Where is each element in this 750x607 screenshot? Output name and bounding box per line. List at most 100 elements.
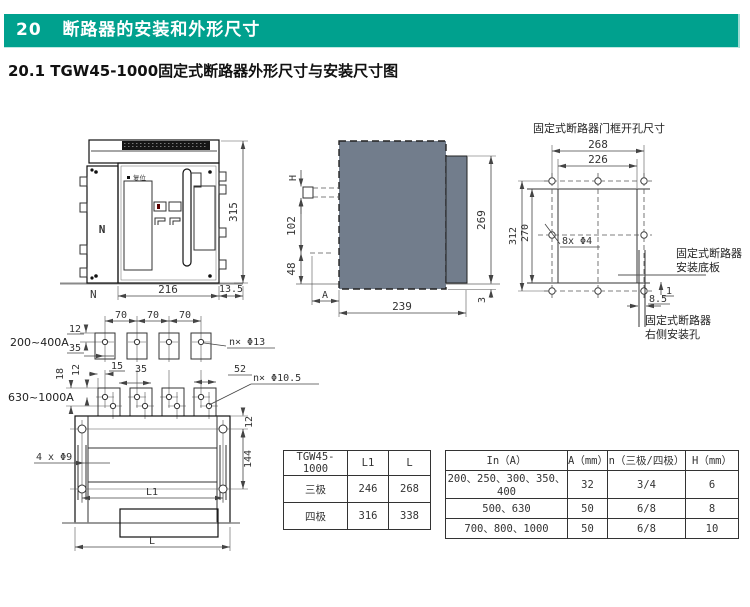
charging-handle bbox=[182, 168, 192, 267]
dim-label-l1: L1 bbox=[146, 487, 158, 498]
terminal-tab bbox=[302, 186, 314, 199]
dim-label-a: A bbox=[322, 290, 328, 301]
terminal-holes bbox=[101, 338, 205, 346]
current-rating-table: In（A） A（mm） n（三极/四极） H（mm） 200、250、300、3… bbox=[445, 450, 739, 539]
dim-label-3: 3 bbox=[477, 297, 488, 303]
table-cell: 8 bbox=[685, 498, 739, 519]
dim-label-18: 18 bbox=[55, 368, 66, 380]
dim-label-8-5: 8.5 bbox=[649, 294, 667, 305]
table-row: 200、250、300、350、400 32 3/4 6 bbox=[445, 470, 739, 499]
dim-label-35: 35 bbox=[135, 364, 147, 375]
table-cell: 200、250、300、350、400 bbox=[445, 470, 568, 499]
open-indicator bbox=[153, 201, 167, 212]
hole-center-lines bbox=[538, 173, 652, 299]
table-cell: 6/8 bbox=[607, 498, 686, 519]
dim-label-15: 15 bbox=[111, 361, 123, 372]
table-cell: 316 bbox=[347, 502, 389, 530]
dim-label-52: 52 bbox=[234, 364, 246, 375]
mounting-base-drawing: 4 x Φ9 12 144 L1 L bbox=[34, 407, 255, 551]
table-cell: 6 bbox=[685, 470, 739, 499]
table-cell: In（A） bbox=[445, 450, 568, 471]
table-cell: 三极 bbox=[283, 475, 348, 503]
terminal-center-lines bbox=[96, 316, 210, 362]
dim-label-8x-phi4: 8x Φ4 bbox=[562, 236, 592, 247]
dim-label-226: 226 bbox=[588, 153, 608, 166]
front-view-drawing: N bbox=[60, 139, 248, 301]
dim-label-312: 312 bbox=[508, 227, 519, 245]
breaker-side-flange bbox=[445, 155, 468, 284]
terminal-pads bbox=[97, 387, 217, 417]
dim-label-1: 1 bbox=[666, 286, 672, 297]
table-cell: 268 bbox=[388, 475, 431, 503]
table-row: 四极 316 338 bbox=[283, 502, 431, 530]
bottom-pole-label: N bbox=[90, 288, 97, 301]
side-clips bbox=[79, 171, 227, 278]
dim-label-269: 269 bbox=[475, 210, 488, 230]
table-cell: 700、800、1000 bbox=[445, 518, 568, 539]
dim-label-12: 12 bbox=[71, 364, 82, 376]
table-cell: L1 bbox=[347, 450, 389, 476]
dim-label-48: 48 bbox=[285, 262, 298, 275]
dim-label-n-phi10-5: n× Φ10.5 bbox=[253, 373, 301, 384]
dim-label-70: 70 bbox=[147, 310, 159, 321]
dim-label-13-5: 13.5 bbox=[219, 284, 243, 295]
dim-label-270: 270 bbox=[520, 224, 531, 242]
subsection-title: 20.1 TGW45-1000固定式断路器外形尺寸与安装尺寸图 bbox=[8, 62, 399, 80]
terminal-holes bbox=[101, 393, 213, 410]
table-cell: A（mm） bbox=[567, 450, 608, 471]
dim-label-35: 35 bbox=[69, 343, 81, 354]
table-cell: 3/4 bbox=[607, 470, 686, 499]
range-label-200-400a: 200~400A bbox=[10, 336, 69, 349]
terminal-center-lines bbox=[66, 370, 218, 419]
base-plate-body bbox=[74, 415, 231, 524]
dim-label-216: 216 bbox=[158, 283, 178, 296]
table-header-row: TGW45-1000 L1 L bbox=[283, 450, 431, 476]
dim-label-12: 12 bbox=[244, 416, 255, 428]
table-cell: 10 bbox=[685, 518, 739, 539]
table-row: 三极 246 268 bbox=[283, 475, 431, 503]
dim-label-l: L bbox=[149, 536, 155, 547]
section-header: 20 断路器的安装和外形尺寸 bbox=[4, 14, 740, 48]
table-cell: 246 bbox=[347, 475, 389, 503]
dim-label-239: 239 bbox=[392, 300, 412, 313]
dim-label-12: 12 bbox=[69, 324, 81, 335]
table-cell: 50 bbox=[567, 498, 608, 519]
dim-label-102: 102 bbox=[285, 216, 298, 236]
screws bbox=[90, 168, 212, 280]
side-hole-label-1: 固定式断路器 bbox=[645, 313, 711, 327]
dim-label-4x-phi9: 4 x Φ9 bbox=[36, 452, 72, 463]
table-header-row: In（A） A（mm） n（三极/四极） H（mm） bbox=[445, 450, 739, 471]
table-cell: L bbox=[388, 450, 431, 476]
table-row: 500、630 50 6/8 8 bbox=[445, 498, 739, 519]
mounting-holes bbox=[548, 177, 648, 295]
door-frame-title: 固定式断路器门框开孔尺寸 bbox=[533, 121, 665, 135]
table-cell: H（mm） bbox=[685, 450, 739, 471]
base-mounting-holes bbox=[77, 424, 228, 494]
pole-dimension-table: TGW45-1000 L1 L 三极 246 268 四极 316 338 bbox=[283, 450, 431, 530]
right-cover-panel bbox=[193, 185, 216, 251]
table-cell: 6/8 bbox=[607, 518, 686, 539]
dim-label-n-phi13: n× Φ13 bbox=[229, 337, 265, 348]
dim-label-268: 268 bbox=[588, 138, 608, 151]
dim-label-315: 315 bbox=[227, 202, 240, 222]
terminal-pads bbox=[94, 332, 212, 360]
reset-label: 复位 bbox=[133, 173, 147, 182]
side-hole-label-2: 右侧安装孔 bbox=[645, 327, 700, 341]
close-indicator bbox=[168, 201, 182, 212]
door-frame-drawing: 固定式断路器门框开孔尺寸 268 226 312 270 bbox=[508, 121, 742, 341]
dim-label-70: 70 bbox=[115, 310, 127, 321]
table-cell: 四极 bbox=[283, 502, 348, 530]
section-header-text: 20 断路器的安装和外形尺寸 bbox=[16, 20, 261, 40]
left-cover-panel bbox=[123, 180, 153, 271]
vent-grille bbox=[122, 141, 210, 150]
breaker-side-body bbox=[338, 140, 447, 290]
table-cell: n（三极/四极） bbox=[607, 450, 686, 471]
table-cell: TGW45-1000 bbox=[283, 450, 348, 476]
range-label-630-1000a: 630~1000A bbox=[8, 391, 74, 404]
table-cell: 32 bbox=[567, 470, 608, 499]
terminal-drawing-200-400a: 200~400A 70 70 70 bbox=[10, 310, 275, 362]
dim-label-70: 70 bbox=[179, 310, 191, 321]
neutral-pole-letter: N bbox=[99, 223, 106, 236]
